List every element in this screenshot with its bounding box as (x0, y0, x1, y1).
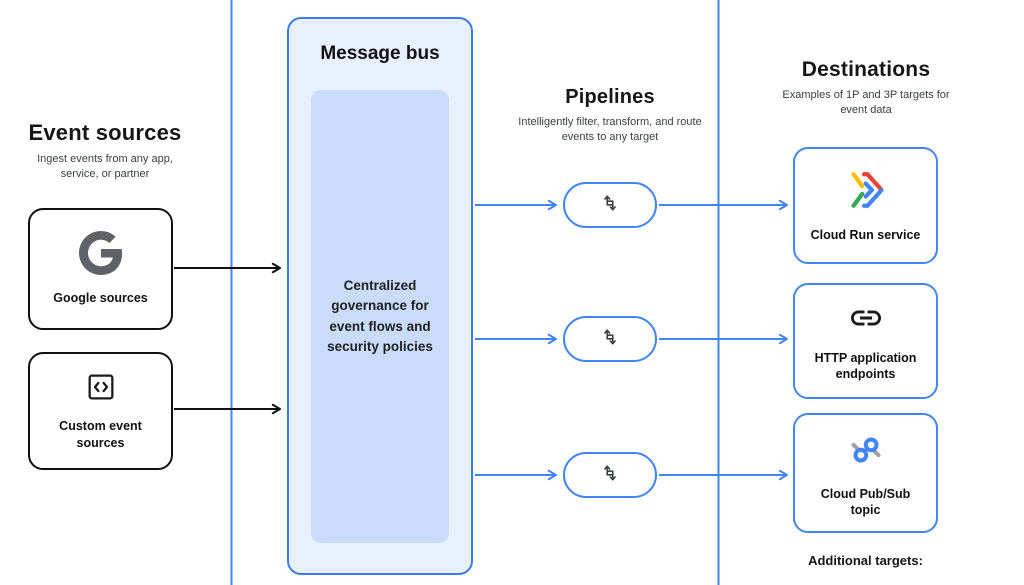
cloud-run-box: Cloud Run service (793, 147, 938, 264)
destinations-header: Destinations Examples of 1P and 3P targe… (768, 58, 964, 119)
google-g-icon (78, 231, 123, 280)
message-bus-inner-panel: Centralized governance for event flows a… (311, 90, 449, 543)
pubsub-box: Cloud Pub/Sub topic (793, 413, 938, 533)
pubsub-icon (844, 428, 888, 477)
event-sources-subtitle: Ingest events from any app, service, or … (37, 153, 173, 181)
pubsub-label: Cloud Pub/Sub topic (820, 486, 911, 517)
google-sources-label: Google sources (53, 291, 148, 306)
code-brackets-icon (85, 371, 117, 408)
cloud-run-label: Cloud Run service (810, 228, 921, 243)
message-bus-title: Message bus (320, 43, 440, 64)
destinations-subtitle: Examples of 1P and 3P targets for event … (782, 89, 950, 117)
custom-event-sources-label: Custom event sources (59, 419, 142, 450)
swap-arrows-icon (599, 192, 621, 219)
http-endpoints-box: HTTP application endpoints (793, 283, 938, 399)
pipelines-header: Pipelines Intelligently filter, transfor… (513, 86, 707, 146)
message-bus-description: Centralized governance for event flows a… (327, 278, 433, 354)
event-sources-title: Event sources (28, 120, 182, 145)
pipeline-node-3 (563, 452, 657, 498)
pipeline-node-2 (563, 316, 657, 362)
message-bus-box: Message bus Centralized governance for e… (287, 17, 473, 575)
pipeline-node-1 (563, 182, 657, 228)
google-sources-box: Google sources (28, 208, 173, 330)
event-sources-header: Event sources Ingest events from any app… (6, 120, 204, 183)
additional-targets-label: Additional targets: (808, 553, 923, 568)
swap-arrows-icon (599, 326, 621, 353)
link-icon (848, 300, 884, 341)
http-endpoints-label: HTTP application endpoints (814, 350, 917, 381)
destinations-title: Destinations (801, 58, 931, 81)
pipelines-subtitle: Intelligently filter, transform, and rou… (518, 116, 702, 144)
custom-event-sources-box: Custom event sources (28, 352, 173, 470)
cloud-run-icon (843, 167, 889, 218)
pipelines-title: Pipelines (565, 86, 655, 108)
swap-arrows-icon (599, 462, 621, 489)
